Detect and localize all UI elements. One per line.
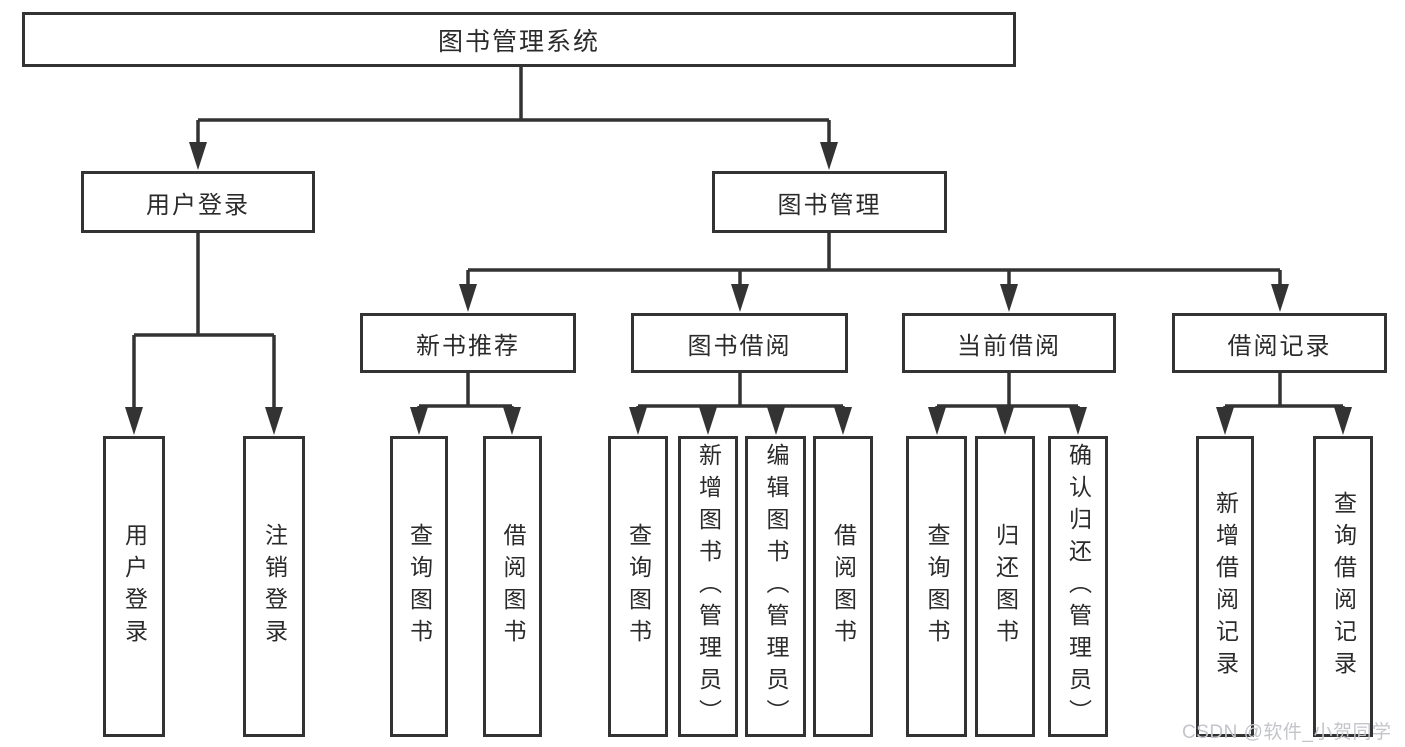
csdn-watermark: CSDN @软件_小贺同学 [1182,722,1392,743]
node-current-borrow: 当前借阅 [902,313,1116,373]
node-leaf-return-books: 归还图书 [975,436,1035,737]
node-label: 图书管理 [777,191,882,219]
node-label: 查询图书 [625,522,652,651]
node-label: 归还图书 [992,522,1019,651]
node-label: 借阅图书 [830,522,857,651]
node-label: 查询图书 [406,522,433,651]
node-label: 借阅记录 [1227,332,1332,360]
node-root-system: 图书管理系统 [22,12,1016,67]
node-leaf-query-books-1: 查询图书 [390,436,448,737]
node-label: 新增借阅记录 [1212,490,1239,683]
node-leaf-add-borrow-record: 新增借阅记录 [1196,436,1254,737]
node-book-management: 图书管理 [712,171,947,233]
node-label: 确认归还（管理员） [1065,442,1092,731]
node-label: 用户登录 [121,522,148,651]
node-user-login: 用户登录 [81,171,315,233]
node-label: 查询图书 [924,522,950,651]
node-book-borrow: 图书借阅 [631,313,848,373]
node-label: 新书推荐 [416,332,520,360]
node-leaf-query-borrow-record: 查询借阅记录 [1313,436,1373,737]
node-label: 图书借阅 [687,332,792,360]
node-leaf-query-books-2: 查询图书 [608,436,668,737]
node-label: 注销登录 [261,522,288,651]
arrowheads [125,142,1352,435]
node-leaf-edit-books-admin: 编辑图书（管理员） [745,436,806,737]
node-label: 新增图书（管理员） [695,442,722,731]
node-leaf-query-books-3: 查询图书 [906,436,967,737]
node-label: 查询借阅记录 [1330,490,1357,683]
node-borrow-records: 借阅记录 [1172,313,1387,373]
node-leaf-borrow-books-1: 借阅图书 [483,436,542,737]
node-label: 用户登录 [146,191,250,219]
node-leaf-user-login: 用户登录 [103,436,165,737]
node-leaf-confirm-return-admin: 确认归还（管理员） [1048,436,1108,737]
node-label: 借阅图书 [500,522,526,651]
node-label: 当前借阅 [957,332,1061,360]
node-leaf-logout: 注销登录 [243,436,305,737]
node-leaf-add-books-admin: 新增图书（管理员） [678,436,738,737]
node-new-book-recommend: 新书推荐 [360,313,576,373]
node-label: 图书管理系统 [437,27,600,56]
node-leaf-borrow-books-2: 借阅图书 [813,436,873,737]
node-label: 编辑图书（管理员） [763,442,789,731]
